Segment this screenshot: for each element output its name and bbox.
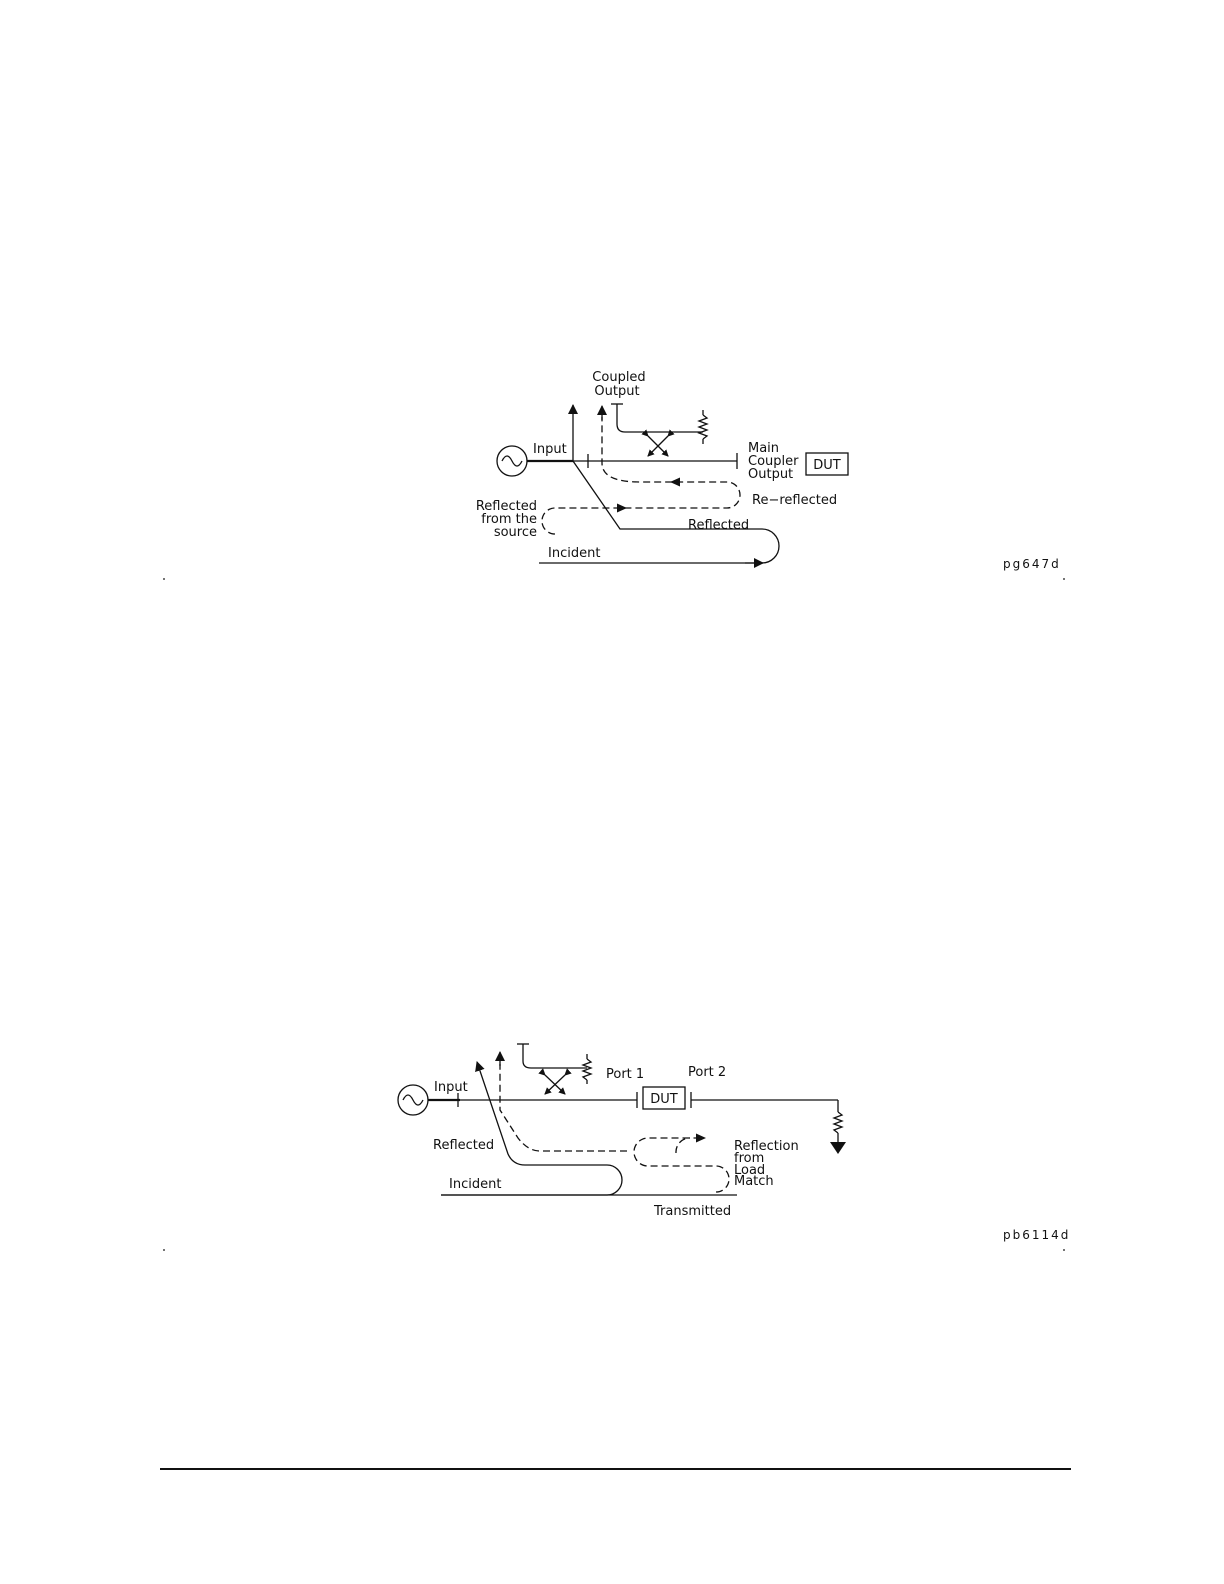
transmitted-label: Transmitted — [653, 1204, 731, 1219]
coupling-cross-arrows-icon — [648, 436, 668, 456]
dashed-arrow-left — [670, 478, 680, 487]
port2-label: Port 2 — [688, 1065, 726, 1080]
reflected-label: Reflected — [688, 518, 749, 533]
figure-2-diagram: Input Port 1 Port 2 DUT Reflected Reflec… — [398, 1044, 1070, 1242]
corner-marks — [163, 578, 1065, 1251]
dashed-arrow-right — [617, 504, 627, 513]
load-reflection-loop — [676, 1138, 690, 1153]
incident-label: Incident — [548, 546, 600, 561]
reflection-from-load-match-label: Match — [734, 1174, 774, 1189]
figure-id-label: pg647d — [1003, 557, 1061, 571]
coupled-output-label: Coupled — [592, 370, 645, 385]
coupling-cross-arrows-icon — [545, 1075, 565, 1094]
coupled-output-label: Output — [594, 384, 639, 399]
signal-source-icon — [497, 446, 527, 476]
load-reflection-path — [634, 1138, 729, 1192]
coupled-arm-line — [523, 1044, 587, 1068]
reflected-from-source-label: source — [494, 525, 537, 540]
coupled-arm-line — [617, 404, 703, 432]
input-label: Input — [434, 1080, 468, 1095]
incident-label: Incident — [449, 1177, 501, 1192]
port1-label: Port 1 — [606, 1067, 644, 1082]
main-coupler-output-label: Output — [748, 467, 793, 482]
input-label: Input — [533, 442, 567, 457]
termination-resistor-icon — [583, 1054, 591, 1084]
figure-1-diagram: Coupled Output Input Main Coupler Output… — [476, 370, 1061, 571]
incident-reflected-path — [441, 1062, 622, 1195]
re-reflected-label: Re−reflected — [752, 493, 837, 508]
signal-source-icon — [398, 1085, 428, 1115]
reflected-label: Reflected — [433, 1138, 494, 1153]
incident-reflected-path — [539, 405, 779, 563]
load-reflection-arrow-head — [696, 1134, 706, 1143]
ground-icon — [830, 1142, 846, 1154]
figure-id-label: pb6114d — [1003, 1228, 1070, 1242]
load-resistor-icon — [834, 1112, 842, 1142]
re-reflected-path — [542, 417, 740, 534]
dut-label: DUT — [813, 458, 841, 473]
dut-label: DUT — [650, 1092, 678, 1107]
termination-resistor-icon — [699, 410, 707, 444]
